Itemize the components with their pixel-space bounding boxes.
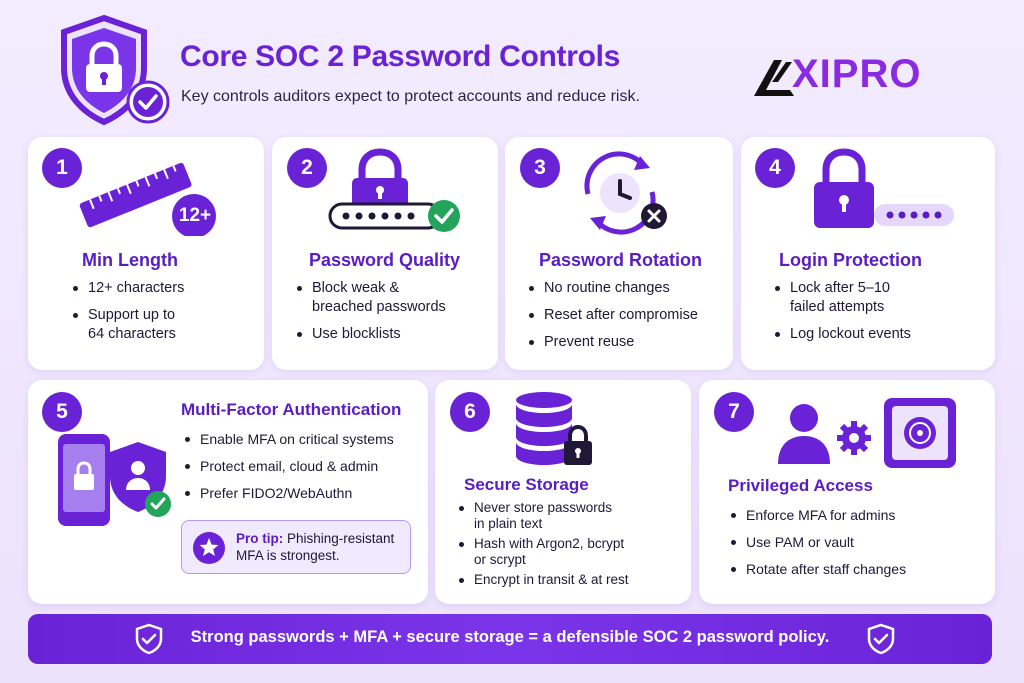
pro-tip-label: Pro tip: — [236, 531, 284, 546]
list-item: No routine changes — [528, 279, 728, 298]
ruler-icon — [79, 162, 216, 236]
card-list-min-length: 12+ characters Support up to 64 characte… — [72, 279, 258, 352]
xipro-logo-icon — [754, 60, 794, 96]
list-item: Use blocklists — [296, 325, 492, 344]
card-number-badge: 1 — [42, 148, 82, 188]
footer-text: Strong passwords + MFA + secure storage … — [190, 628, 830, 646]
list-item: Enforce MFA for admins — [730, 506, 986, 525]
list-item: Reset after compromise — [528, 306, 728, 325]
card-number-badge: 7 — [714, 392, 754, 432]
list-item: Log lockout events — [774, 325, 984, 344]
card-list-mfa: Enable MFA on critical systems Protect e… — [184, 430, 420, 511]
lock-password-field-icon — [328, 148, 460, 232]
footer-banner: Strong passwords + MFA + secure storage … — [28, 614, 992, 664]
page-subtitle: Key controls auditors expect to protect … — [181, 88, 640, 105]
list-item: Support up to 64 characters — [72, 306, 258, 344]
list-item: Rotate after staff changes — [730, 560, 986, 579]
card-list-privileged-access: Enforce MFA for admins Use PAM or vault … — [730, 506, 986, 587]
list-item: Protect email, cloud & admin — [184, 457, 420, 476]
list-item: Lock after 5–10 failed attempts — [774, 279, 984, 317]
card-number-badge: 3 — [520, 148, 560, 188]
list-item: Prefer FIDO2/WebAuthn — [184, 484, 420, 503]
card-list-login-protection: Lock after 5–10 failed attempts Log lock… — [774, 279, 984, 352]
lock-password-bar-icon — [814, 148, 954, 228]
card-list-password-quality: Block weak & breached passwords Use bloc… — [296, 279, 492, 352]
clock-rotation-icon — [584, 151, 667, 235]
user-gear-vault-icon — [778, 398, 956, 468]
card-list-secure-storage: Never store passwords in plain text Hash… — [458, 500, 686, 592]
card-number-badge: 5 — [42, 392, 82, 432]
list-item: Prevent reuse — [528, 333, 728, 352]
min-length-badge-text: 12+ — [178, 205, 212, 226]
page-title: Core SOC 2 Password Controls — [180, 40, 621, 73]
card-title-secure-storage: Secure Storage — [464, 475, 589, 494]
list-item: Block weak & breached passwords — [296, 279, 492, 317]
card-number-badge: 2 — [287, 148, 327, 188]
card-title-password-rotation: Password Rotation — [539, 250, 703, 270]
list-item: Use PAM or vault — [730, 533, 986, 552]
database-lock-icon — [516, 392, 592, 465]
card-title-password-quality: Password Quality — [309, 250, 461, 270]
pro-tip-box: Pro tip: Phishing-resistant MFA is stron… — [181, 520, 411, 574]
list-item: Never store passwords in plain text — [458, 500, 686, 532]
list-item: Hash with Argon2, bcrypt or scrypt — [458, 536, 686, 568]
list-item: Encrypt in transit & at rest — [458, 572, 686, 588]
shield-lock-check-icon — [61, 14, 170, 126]
pro-tip-text: Phishing-resistant MFA is strongest. — [236, 531, 395, 563]
card-title-login-protection: Login Protection — [779, 250, 922, 270]
card-list-password-rotation: No routine changes Reset after compromis… — [528, 279, 728, 360]
shield-check-icon — [135, 623, 163, 655]
xipro-logo-text: XIPRO — [792, 52, 922, 96]
card-number-badge: 4 — [755, 148, 795, 188]
card-title-min-length: Min Length — [82, 250, 178, 270]
list-item: Enable MFA on critical systems — [184, 430, 420, 449]
card-title-privileged-access: Privileged Access — [728, 476, 873, 495]
list-item: 12+ characters — [72, 279, 258, 298]
card-number-badge: 6 — [450, 392, 490, 432]
shield-check-icon — [867, 623, 895, 655]
phone-shield-icon — [58, 434, 171, 526]
star-icon — [193, 532, 225, 564]
card-title-mfa: Multi-Factor Authentication — [181, 400, 402, 419]
